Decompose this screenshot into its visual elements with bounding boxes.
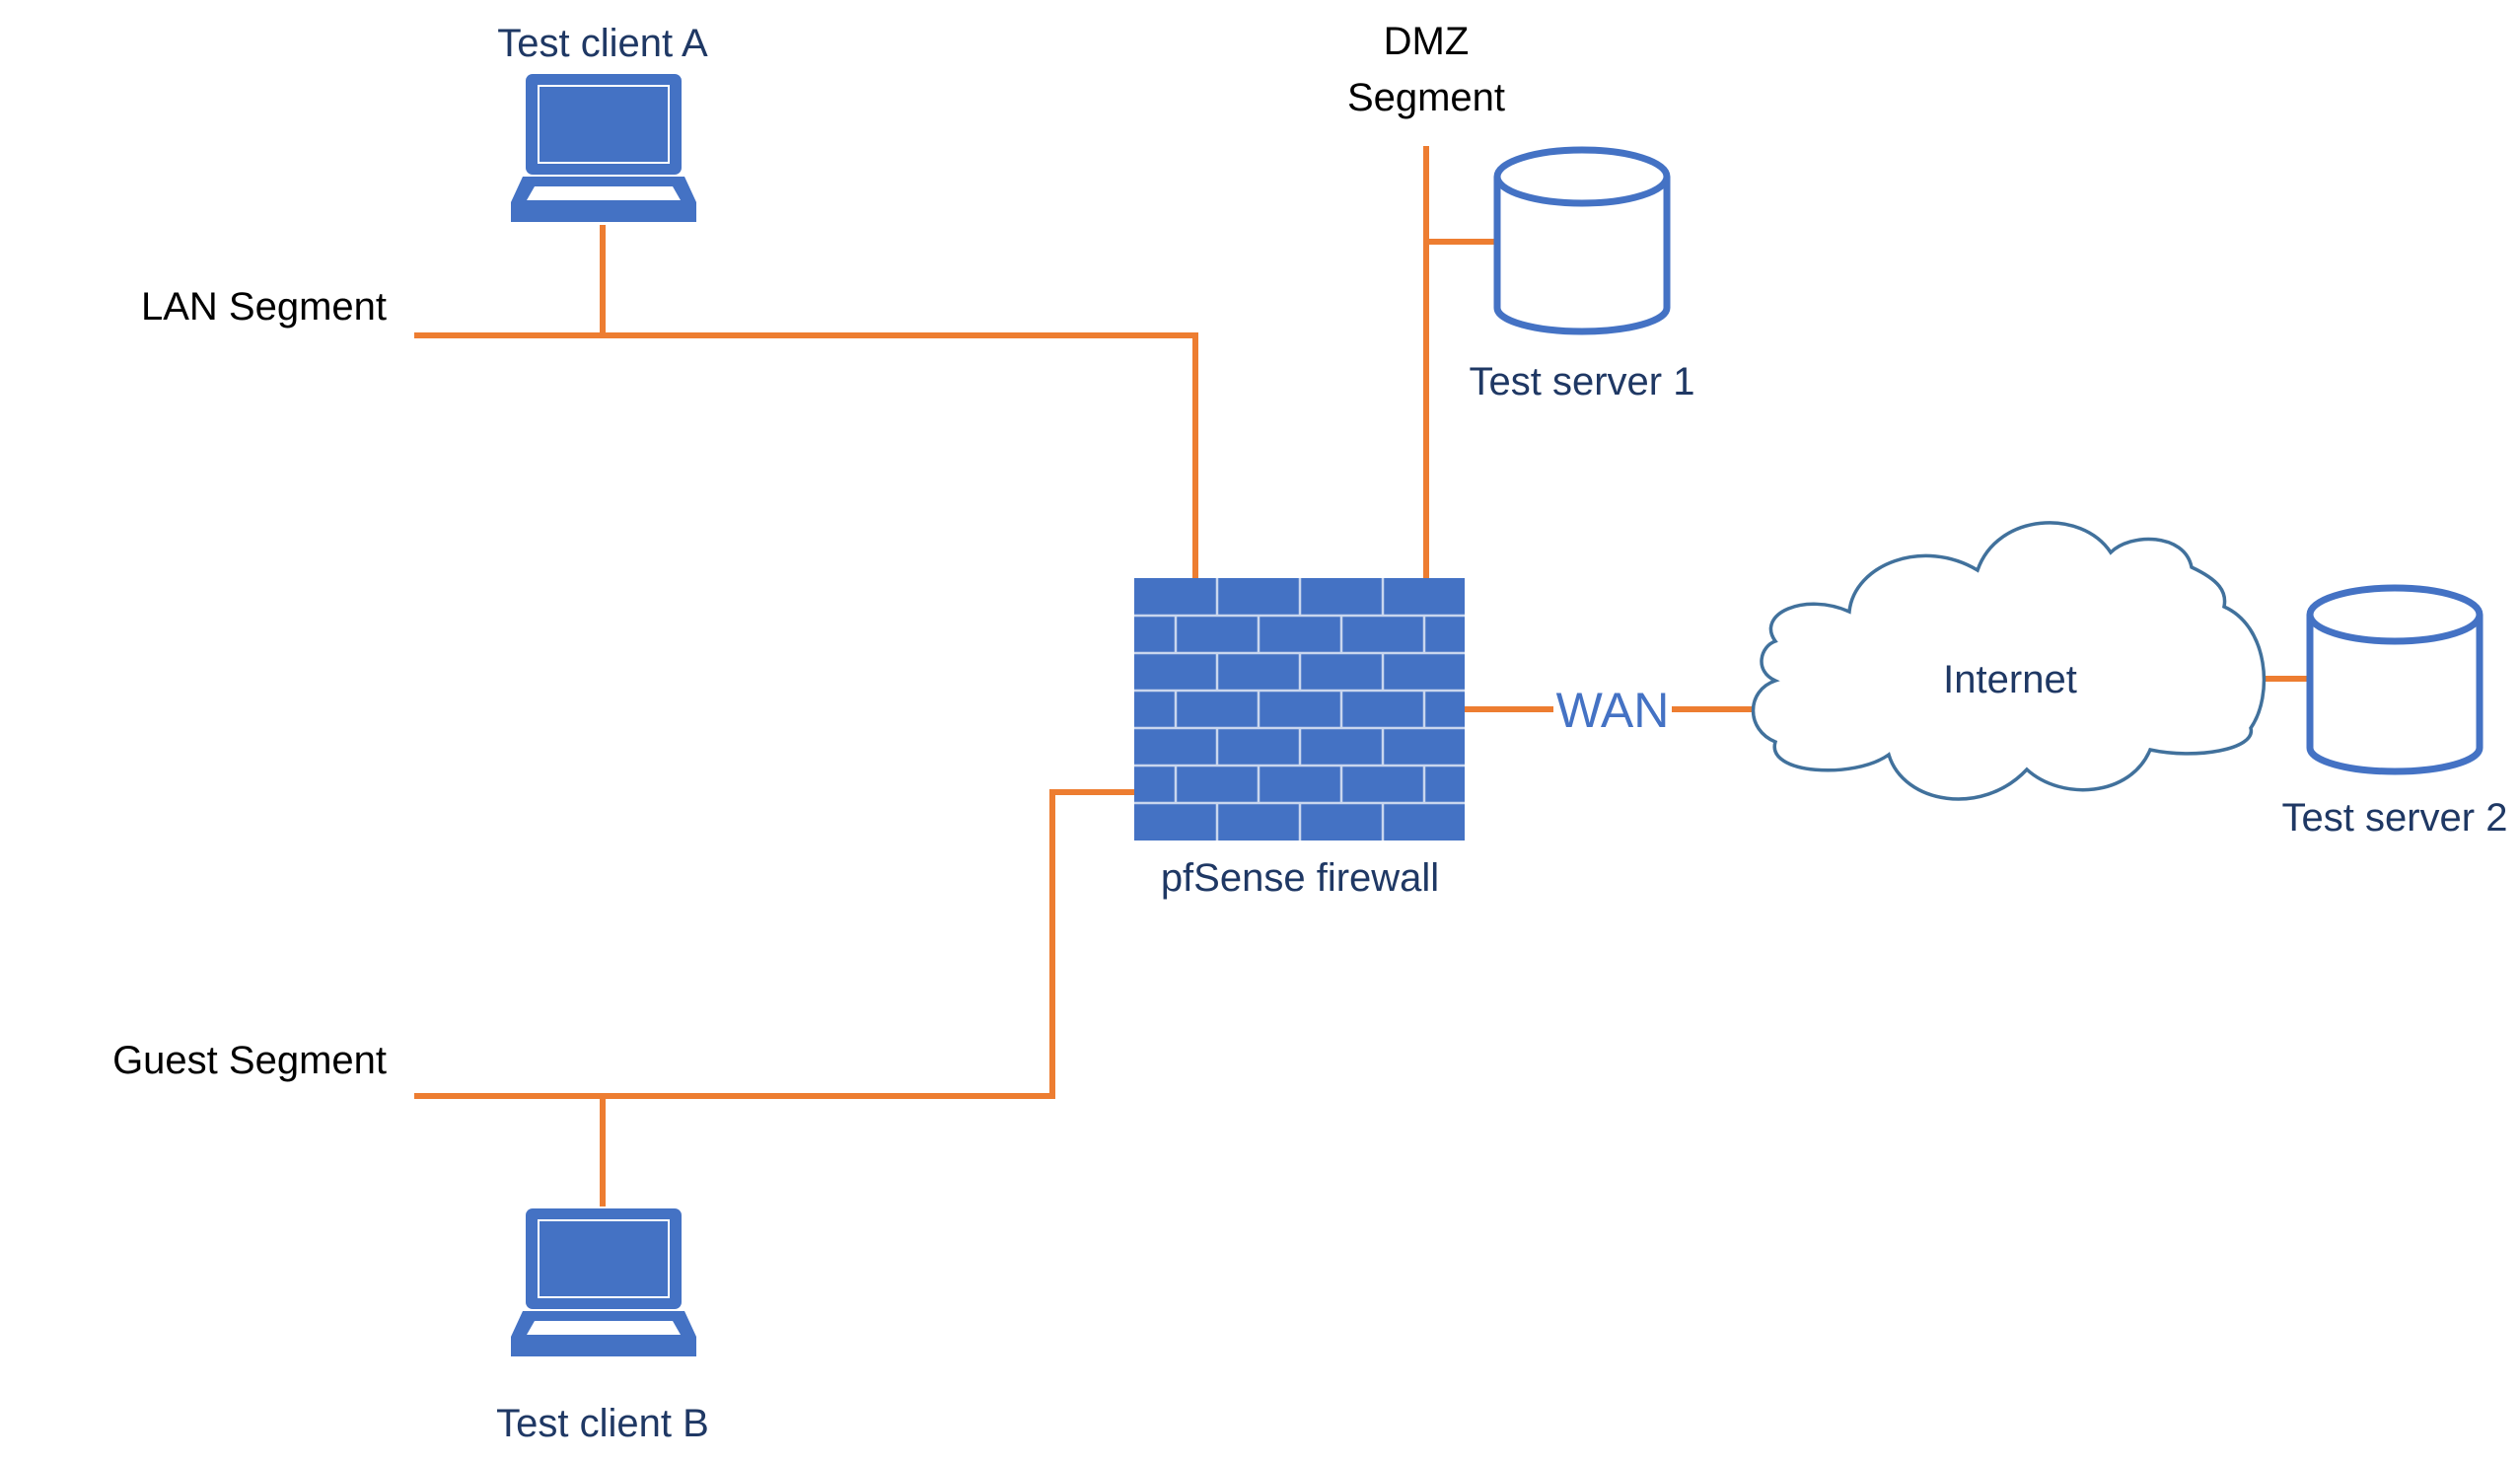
brick-wall-icon <box>1134 578 1465 841</box>
laptop-icon <box>511 74 696 222</box>
connection-lines <box>414 146 2308 1206</box>
database-cylinder-icon <box>1493 146 1671 335</box>
server-1-label: Test server 1 <box>1470 360 1695 403</box>
internet-label: Internet <box>1943 658 2077 701</box>
client-a-label: Test client A <box>497 22 708 65</box>
wan-label: WAN <box>1556 683 1670 738</box>
cloud-icon <box>1751 521 2267 801</box>
laptop-icon <box>511 1208 696 1356</box>
guest-segment-line <box>414 789 1134 1099</box>
dmz-segment-label-line2: Segment <box>1347 76 1505 119</box>
firewall-label: pfSense firewall <box>1161 856 1439 900</box>
server-2-label: Test server 2 <box>2282 796 2508 840</box>
lan-segment-label: LAN Segment <box>141 285 387 329</box>
database-cylinder-icon <box>2306 584 2484 775</box>
lan-segment-line <box>414 332 1198 578</box>
client-b-label: Test client B <box>496 1402 709 1445</box>
dmz-segment-label-line1: DMZ <box>1384 20 1470 63</box>
guest-segment-label: Guest Segment <box>112 1039 387 1082</box>
